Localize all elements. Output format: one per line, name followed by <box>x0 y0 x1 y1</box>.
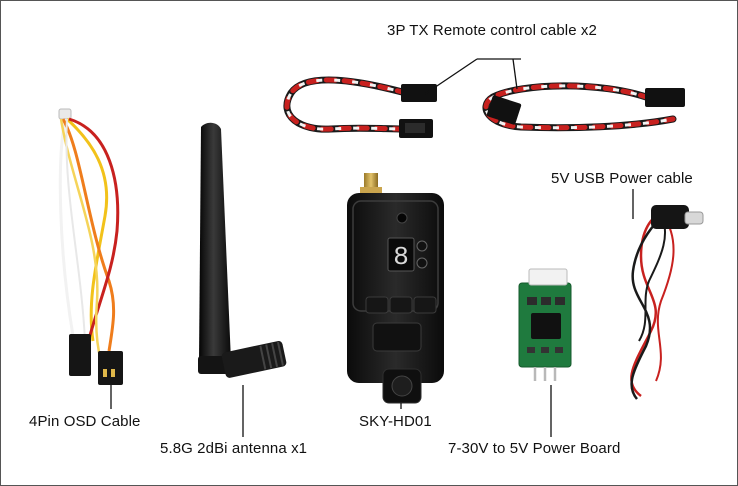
osd-cable <box>58 108 123 385</box>
remote-control-cable-left <box>283 76 437 138</box>
usb-cable-label: 5V USB Power cable <box>551 170 693 187</box>
transmitter-label: SKY-HD01 <box>359 413 432 430</box>
power-board <box>518 268 572 381</box>
usb-power-cable <box>630 205 704 400</box>
leader-line-remote-left <box>424 58 478 95</box>
seven-segment-display: 8 <box>393 242 409 272</box>
osd-cable-label: 4Pin OSD Cable <box>29 413 141 430</box>
antenna <box>198 122 287 378</box>
remote-cable-label: 3P TX Remote control cable x2 <box>387 22 597 39</box>
power-board-label: 7-30V to 5V Power Board <box>448 440 621 457</box>
transmitter-module: 8 <box>347 173 444 404</box>
remote-control-cable-right <box>482 82 685 132</box>
leader-line-remote-right <box>512 58 518 90</box>
antenna-label: 5.8G 2dBi antenna x1 <box>160 440 308 457</box>
